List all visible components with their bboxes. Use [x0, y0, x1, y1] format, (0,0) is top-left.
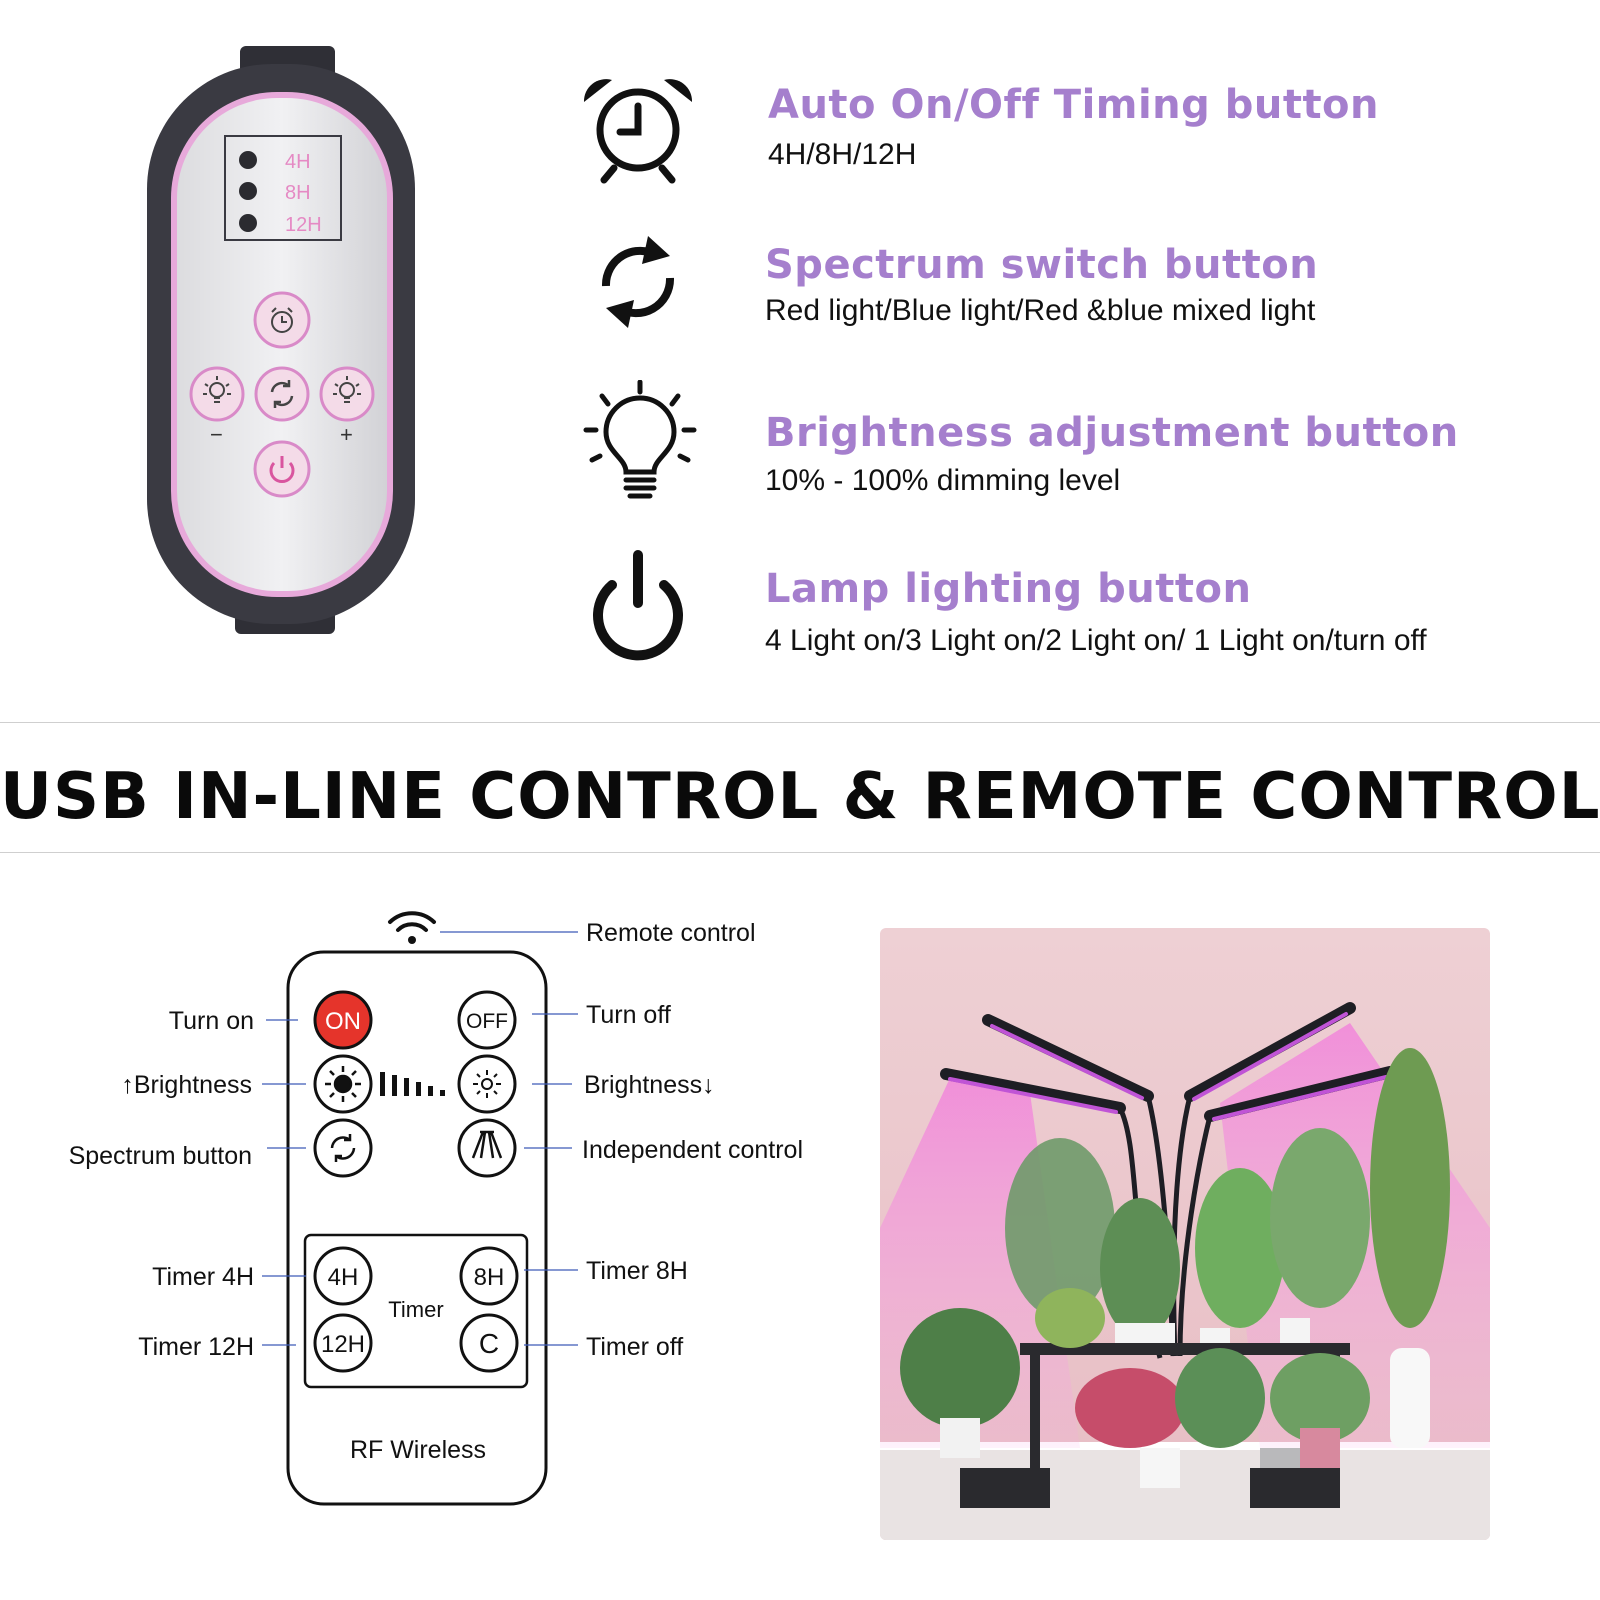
grow-light-scene: [880, 928, 1490, 1540]
brightness-minus-button[interactable]: [189, 366, 245, 422]
led-label-4h: 4H: [285, 151, 311, 173]
timer-button-group: [303, 1233, 529, 1389]
plants: [900, 1048, 1450, 1448]
label-timer-8h: Timer 8H: [586, 1257, 688, 1285]
leader-lines: [262, 931, 578, 1346]
divider-bottom: [0, 852, 1600, 853]
plant-pots: [940, 1318, 1430, 1508]
label-remote-control: Remote control: [586, 919, 756, 947]
light-bulb-icon: [580, 379, 700, 500]
divider-top: [0, 722, 1600, 723]
light-bulb-icon: [333, 376, 361, 403]
lamp-heads-icon: [471, 1130, 503, 1159]
label-spectrum-button: Spectrum button: [69, 1142, 252, 1170]
remote-on-label: ON: [325, 1008, 361, 1035]
minus-sign: −: [210, 422, 223, 447]
wifi-signal-icon: [388, 911, 436, 944]
remote-timer-12h-button[interactable]: 12H: [313, 1313, 373, 1373]
feature-title-brightness: Brightness adjustment button: [765, 410, 1459, 456]
remote-bottom-label: RF Wireless: [350, 1436, 486, 1464]
timer-button[interactable]: [253, 291, 311, 349]
refresh-cycle-icon: [270, 380, 294, 408]
alarm-clock-icon: [578, 72, 698, 192]
remote-timer-8h-button[interactable]: 8H: [459, 1246, 519, 1306]
label-timer-4h: Timer 4H: [152, 1263, 254, 1291]
remote-timer-4h-button[interactable]: 4H: [313, 1246, 373, 1306]
feature-desc-brightness: 10% - 100% dimming level: [765, 464, 1121, 497]
alarm-clock-icon: [271, 307, 293, 333]
remote-timer-4h-label: 4H: [328, 1264, 359, 1291]
remote-timer-12h-label: 12H: [321, 1331, 365, 1358]
lamp-leds: [948, 1012, 1388, 1121]
feature-desc-timing: 4H/8H/12H: [768, 138, 917, 171]
remote-brightness-up-button[interactable]: [313, 1054, 373, 1114]
power-button[interactable]: [253, 440, 311, 498]
feature-desc-spectrum: Red light/Blue light/Red &blue mixed lig…: [765, 294, 1316, 327]
light-bulb-icon: [203, 376, 231, 403]
refresh-cycle-icon: [330, 1134, 356, 1162]
grow-light-photo: [880, 928, 1490, 1540]
remote-spectrum-button[interactable]: [313, 1118, 373, 1178]
led-4h: [239, 151, 257, 169]
brightness-plus-button[interactable]: [319, 366, 375, 422]
timer-box-label: Timer: [388, 1297, 443, 1322]
led-8h: [239, 182, 257, 200]
plus-sign: +: [340, 422, 353, 447]
spectrum-button[interactable]: [254, 366, 310, 422]
inline-controller: 4H 8H 12H −: [145, 42, 425, 642]
label-brightness-down: Brightness↓: [584, 1071, 715, 1099]
remote-independent-control-button[interactable]: [457, 1118, 517, 1178]
feature-desc-lamp: 4 Light on/3 Light on/2 Light on/ 1 Ligh…: [765, 624, 1427, 657]
remote-timer-off-button[interactable]: C: [459, 1313, 519, 1373]
led-label-12h: 12H: [285, 214, 322, 236]
label-timer-12h: Timer 12H: [138, 1333, 254, 1361]
sun-icon: [325, 1066, 361, 1102]
label-turn-on: Turn on: [169, 1007, 254, 1035]
baseboard: [880, 1442, 1490, 1450]
label-turn-off: Turn off: [586, 1001, 671, 1029]
remote-on-button[interactable]: ON: [313, 990, 373, 1050]
brightness-level-icon: [380, 1072, 445, 1096]
lamp-heads: [940, 1002, 1396, 1122]
remote-timer-8h-label: 8H: [474, 1264, 505, 1291]
label-independent-control: Independent control: [582, 1136, 803, 1164]
feature-title-timing: Auto On/Off Timing button: [768, 82, 1380, 128]
remote-timer-off-label: C: [479, 1328, 499, 1359]
remote-graphic: ON OFF: [69, 911, 803, 1506]
inline-controller-graphic: 4H 8H 12H −: [147, 46, 415, 634]
remote-diagram: ON OFF: [0, 880, 860, 1540]
shelf-leg-left: [1030, 1355, 1040, 1475]
power-icon: [578, 545, 698, 665]
plant-shelf-top: [1020, 1343, 1350, 1355]
remote-off-button[interactable]: OFF: [457, 990, 517, 1050]
feature-title-lamp: Lamp lighting button: [765, 566, 1252, 612]
remote-brightness-down-button[interactable]: [457, 1054, 517, 1114]
dim-sun-icon: [473, 1070, 501, 1098]
feature-title-spectrum: Spectrum switch button: [765, 242, 1319, 288]
led-12h: [239, 214, 257, 232]
remote-off-label: OFF: [466, 1010, 508, 1033]
section-headline: USB IN-LINE CONTROL & REMOTE CONTROL: [0, 760, 1600, 834]
label-timer-off: Timer off: [586, 1333, 683, 1361]
timer-indicator-box: [224, 135, 342, 241]
refresh-cycle-icon: [578, 222, 698, 342]
power-icon: [269, 456, 295, 483]
label-brightness-up: ↑Brightness: [121, 1071, 252, 1099]
led-label-8h: 8H: [285, 182, 311, 204]
